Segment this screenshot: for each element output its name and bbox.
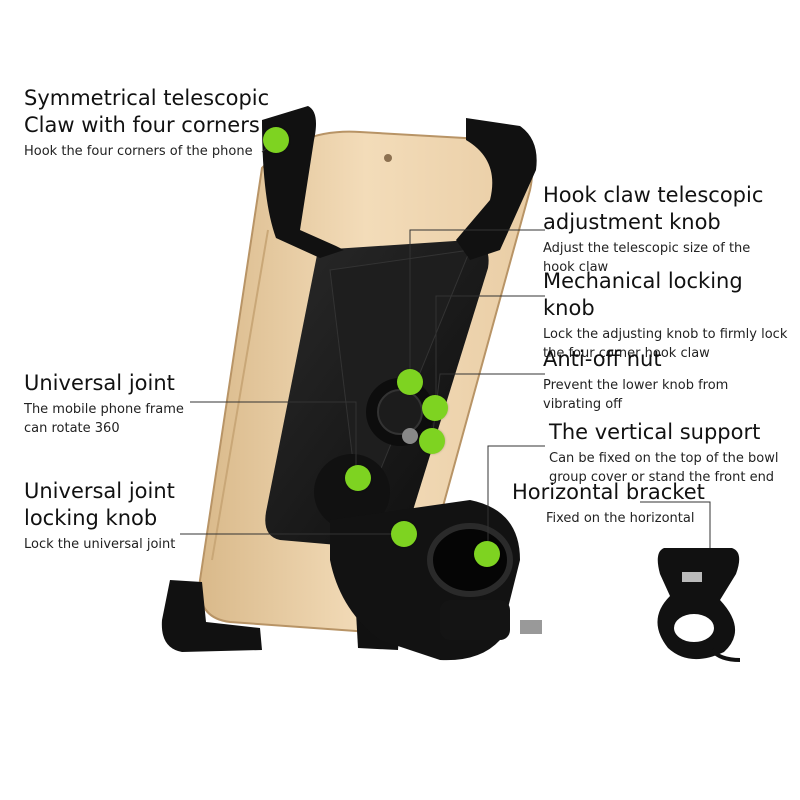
leader-line-universal-joint bbox=[190, 401, 357, 478]
callout-title: Symmetrical telescopic Claw with four co… bbox=[24, 86, 270, 137]
marker-vertical-support bbox=[474, 541, 500, 567]
callout-desc: Lock the adjusting knob to firmly lock t… bbox=[543, 327, 788, 361]
leader-line-horizontal-bracket bbox=[640, 501, 711, 548]
callout-title: Universal joint locking knob bbox=[24, 479, 175, 530]
callout-title: Universal joint bbox=[24, 371, 175, 395]
callout-title: The vertical support bbox=[549, 420, 761, 444]
mount-illustration bbox=[161, 106, 542, 661]
callout-joint-knob: Universal joint locking knob Lock the un… bbox=[24, 478, 224, 554]
callout-title: Horizontal bracket bbox=[512, 480, 705, 504]
callout-desc: Fixed on the horizontal bbox=[546, 511, 695, 526]
leader-line-hook-knob bbox=[409, 229, 545, 382]
callout-claw: Symmetrical telescopic Claw with four co… bbox=[24, 85, 324, 161]
callout-desc: The mobile phone frame can rotate 360 bbox=[24, 402, 184, 436]
callout-desc: Lock the universal joint bbox=[24, 537, 176, 552]
marker-universal-joint bbox=[345, 465, 371, 491]
callout-desc: Prevent the lower knob from vibrating of… bbox=[543, 378, 729, 412]
marker-claw bbox=[263, 127, 289, 153]
callout-universal-joint: Universal joint The mobile phone frame c… bbox=[24, 370, 224, 438]
callout-vertical-support: The vertical support Can be fixed on the… bbox=[549, 419, 799, 487]
callout-title: Mechanical locking knob bbox=[543, 269, 743, 320]
callout-desc: Hook the four corners of the phone bbox=[24, 144, 253, 159]
callout-title: Anti-off nut bbox=[543, 347, 662, 371]
marker-locking-knob bbox=[422, 395, 448, 421]
marker-joint-knob bbox=[391, 521, 417, 547]
callout-locking-knob: Mechanical locking knob Lock the adjusti… bbox=[543, 268, 800, 363]
callout-desc: Adjust the telescopic size of the hook c… bbox=[543, 241, 751, 275]
leader-line-vertical-support bbox=[487, 445, 545, 554]
callout-title: Hook claw telescopic adjustment knob bbox=[543, 183, 764, 234]
callout-anti-off-nut: Anti-off nut Prevent the lower knob from… bbox=[543, 346, 793, 414]
marker-anti-off-nut bbox=[419, 428, 445, 454]
marker-hook-knob bbox=[397, 369, 423, 395]
callout-horizontal-bracket: Horizontal bracket Fixed on the horizont… bbox=[512, 479, 782, 528]
leader-line-locking-knob bbox=[435, 295, 545, 408]
bracket-inset-illustration bbox=[657, 548, 741, 662]
callout-desc: Can be fixed on the top of the bowl grou… bbox=[549, 451, 779, 485]
callout-hook-knob: Hook claw telescopic adjustment knob Adj… bbox=[543, 182, 793, 277]
